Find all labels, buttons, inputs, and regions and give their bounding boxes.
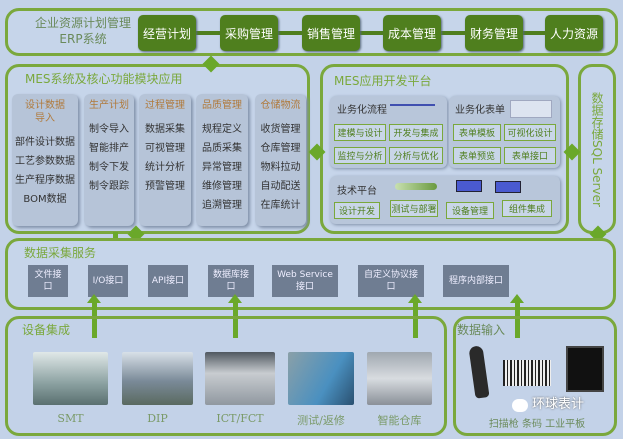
tech-item[interactable]: 组件集成 xyxy=(502,200,552,217)
column-header: 过程管理 xyxy=(145,100,185,111)
column-item: 收货管理 xyxy=(260,124,301,135)
device-integration-title: 设备集成 xyxy=(22,323,71,337)
erp-title-line1: 企业资源计划管理 xyxy=(34,16,131,30)
device-integration-section xyxy=(5,316,447,436)
dip-photo xyxy=(122,352,193,405)
column-header: 生产计划 xyxy=(89,100,129,111)
column-item: 工艺参数数据 xyxy=(15,156,75,167)
data-input-section xyxy=(453,316,617,436)
erp-module[interactable]: 财务管理 xyxy=(465,15,523,51)
watermark: 环球表计 xyxy=(512,396,584,414)
column-item: 维修管理 xyxy=(202,181,242,192)
test-repair-photo xyxy=(288,352,354,405)
erp-module[interactable]: 经营计划 xyxy=(138,15,196,51)
form-item[interactable]: 表单模板 xyxy=(453,124,501,141)
column-item: 制令下发 xyxy=(89,162,129,173)
component-icon xyxy=(495,181,521,193)
erp-module[interactable]: 人力资源 xyxy=(545,15,603,51)
smt-photo xyxy=(33,352,108,405)
interface-box: 数据库接口 xyxy=(208,265,254,297)
form-item[interactable]: 可视化设计 xyxy=(504,124,556,141)
up-arrow xyxy=(228,294,242,338)
form-item[interactable]: 表单预览 xyxy=(453,147,501,164)
column-item: BOM数据 xyxy=(23,194,67,205)
watermark-text: 环球表计 xyxy=(532,397,585,412)
core-column: 品质管理规程定义品质采集异常管理维修管理追溯管理 xyxy=(196,94,248,226)
column-item: 数据采集 xyxy=(145,124,185,135)
up-arrow xyxy=(408,294,422,338)
mes-core-title: MES系统及核心功能模块应用 xyxy=(25,72,183,86)
tech-item[interactable]: 设计开发 xyxy=(334,202,380,219)
up-arrow xyxy=(87,294,101,338)
device-label: SMT xyxy=(57,412,84,425)
device-label: DIP xyxy=(147,412,168,425)
core-column: 过程管理数据采集可视管理统计分析预警管理 xyxy=(139,94,191,226)
form-icon xyxy=(510,100,552,118)
process-title: 业务化流程 xyxy=(337,105,387,116)
column-item: 制令导入 xyxy=(89,124,129,135)
form-item[interactable]: 表单接口 xyxy=(504,147,556,164)
data-input-caption: 扫描枪 条码 工业平板 xyxy=(488,419,586,430)
device-label: 测试/返修 xyxy=(297,414,345,427)
process-item[interactable]: 开发与集成 xyxy=(389,124,443,141)
column-item: 异常管理 xyxy=(202,162,242,173)
column-item: 追溯管理 xyxy=(202,200,242,211)
column-item: 在库统计 xyxy=(260,200,301,211)
column-item: 生产程序数据 xyxy=(15,175,75,186)
interface-box: Web Service接口 xyxy=(272,265,338,297)
pipeline-icon xyxy=(395,183,437,190)
process-item[interactable]: 建模与设计 xyxy=(334,124,386,141)
erp-module[interactable]: 成本管理 xyxy=(383,15,441,51)
column-item: 制令跟踪 xyxy=(89,181,129,192)
column-item: 可视管理 xyxy=(145,143,185,154)
column-item: 自动配送 xyxy=(260,181,301,192)
column-item: 仓库管理 xyxy=(260,143,301,154)
column-item: 规程定义 xyxy=(202,124,242,135)
column-header: 仓储物流 xyxy=(260,100,301,111)
interface-box: 文件接口 xyxy=(28,265,68,297)
interface-box: 程序内部接口 xyxy=(443,265,509,297)
process-item[interactable]: 分析与优化 xyxy=(389,147,443,164)
component-icon xyxy=(456,180,482,192)
tech-item[interactable]: 测试与部署 xyxy=(390,200,438,217)
data-collection-title: 数据采集服务 xyxy=(24,246,97,260)
mes-platform-title: MES应用开发平台 xyxy=(334,74,432,88)
up-arrow xyxy=(510,294,524,338)
workflow-icon xyxy=(390,104,435,110)
erp-connector xyxy=(190,31,560,35)
tech-item[interactable]: 设备管理 xyxy=(446,202,494,219)
data-input-title: 数据输入 xyxy=(457,323,506,337)
interface-box: I/O接口 xyxy=(88,265,128,297)
column-header: 设计数据导入 xyxy=(25,100,65,124)
column-item: 物料拉动 xyxy=(260,162,301,173)
erp-title-line2: ERP系统 xyxy=(59,32,107,46)
column-item: 预警管理 xyxy=(145,181,185,192)
tech-title: 技术平台 xyxy=(337,186,377,197)
industrial-tablet-icon xyxy=(566,346,604,392)
barcode-icon xyxy=(503,360,551,386)
core-column: 设计数据导入部件设计数据工艺参数数据生产程序数据 BOM数据 xyxy=(12,94,78,226)
column-item: 部件设计数据 xyxy=(15,137,75,148)
process-item[interactable]: 监控与分析 xyxy=(334,147,386,164)
column-item: 统计分析 xyxy=(145,162,185,173)
device-label: 智能仓库 xyxy=(377,414,422,427)
interface-box: API接口 xyxy=(148,265,188,297)
erp-module[interactable]: 采购管理 xyxy=(220,15,278,51)
wechat-icon xyxy=(512,398,528,412)
interface-box: 自定义协议接口 xyxy=(358,265,424,297)
erp-module[interactable]: 销售管理 xyxy=(302,15,360,51)
core-column: 生产计划制令导入智能排产制令下发制令跟踪 xyxy=(84,94,134,226)
ict-fct-photo xyxy=(205,352,275,405)
column-item: 智能排产 xyxy=(89,143,129,154)
erp-title: 企业资源计划管理 ERP系统 xyxy=(28,15,138,47)
core-column: 仓储物流收货管理仓库管理物料拉动自动配送在库统计 xyxy=(255,94,306,226)
column-item: 品质采集 xyxy=(202,143,242,154)
device-label: ICT/FCT xyxy=(216,412,264,425)
form-title: 业务化表单 xyxy=(455,105,505,116)
data-storage-label: 数据存储SQL Server xyxy=(590,91,604,207)
smart-warehouse-photo xyxy=(367,352,432,405)
column-header: 品质管理 xyxy=(202,100,242,111)
